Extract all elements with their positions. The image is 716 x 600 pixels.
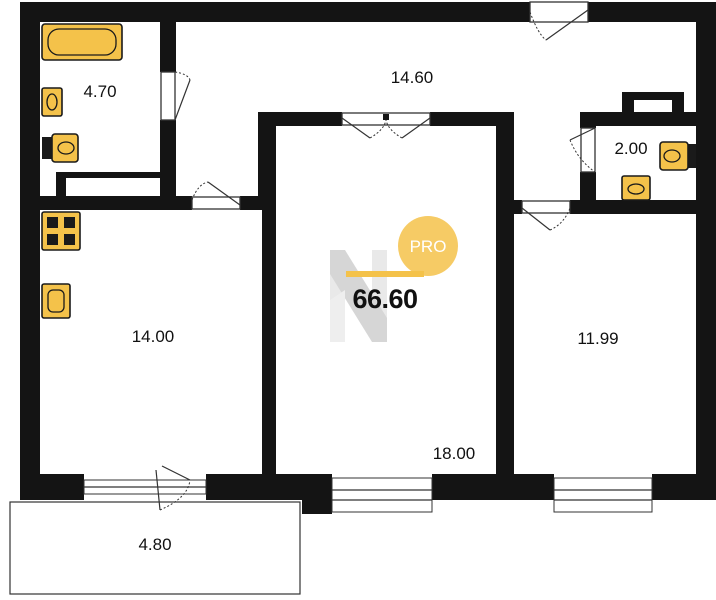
top-wall-bath: [20, 2, 180, 22]
living-top-wall-left: [258, 112, 342, 126]
living-room-area-label: 18.00: [433, 444, 476, 463]
storage-interior: [66, 178, 160, 196]
bottom-wall-mid: [432, 474, 554, 500]
kitchen-window: [83, 479, 207, 495]
bath-sink: [41, 87, 63, 117]
wc-sink: [621, 175, 651, 201]
bedroom-area-label: 11.99: [577, 329, 618, 348]
pro-badge-text: PRO: [410, 237, 447, 256]
kitchen-sink: [41, 283, 71, 319]
bottom-wall-kitchen-left: [20, 474, 84, 500]
living-window: [331, 477, 433, 513]
bathtub: [41, 23, 123, 61]
bedroom-door: [521, 200, 571, 231]
entrance-door: [529, 1, 589, 41]
total-area: 66.60: [352, 284, 417, 314]
right-outer-wall: [696, 2, 716, 500]
bedroom-top-wall-left: [496, 200, 522, 214]
bath-bottom-wall: [40, 196, 192, 210]
living-top-wall-right: [430, 112, 514, 126]
balcony-door: [155, 465, 191, 511]
windows: [83, 477, 653, 513]
hall-area-label: 14.60: [391, 68, 434, 87]
bathroom-door: [160, 71, 191, 121]
bathroom-area-label: 4.70: [83, 82, 116, 101]
bath-toilet: [42, 133, 79, 163]
walls: [20, 2, 716, 514]
stove: [41, 211, 81, 251]
living-double-door: [341, 112, 431, 139]
kitchen-right-wall: [262, 196, 276, 498]
bottom-wall-right: [652, 474, 716, 500]
living-left-wall: [258, 112, 276, 210]
doors: [155, 1, 596, 511]
pro-badge: PRO: [398, 216, 458, 276]
living-right-wall: [496, 112, 514, 500]
kitchen-door: [191, 181, 241, 210]
top-wall-hall: [160, 2, 530, 22]
wc-vent-hole: [634, 100, 672, 112]
bath-right-wall-top: [160, 2, 176, 72]
pro-badge-circle: [398, 216, 458, 276]
left-outer-wall: [20, 2, 40, 500]
bedroom-top-wall-right: [570, 200, 716, 214]
wc-door: [569, 127, 596, 173]
living-bottom-wall-down: [302, 474, 332, 514]
balcony-area-label: 4.80: [138, 535, 171, 554]
balcony-outline: [9, 501, 301, 595]
top-wall-right: [588, 2, 716, 22]
logo-accent-bar: [346, 271, 424, 277]
bedroom-window: [553, 477, 653, 513]
kitchen-area-label: 14.00: [132, 327, 175, 346]
fixtures: [41, 23, 696, 319]
wc-area-label: 2.00: [614, 139, 647, 158]
wc-toilet: [659, 141, 696, 171]
wc-left-wall-bottom: [580, 172, 596, 212]
